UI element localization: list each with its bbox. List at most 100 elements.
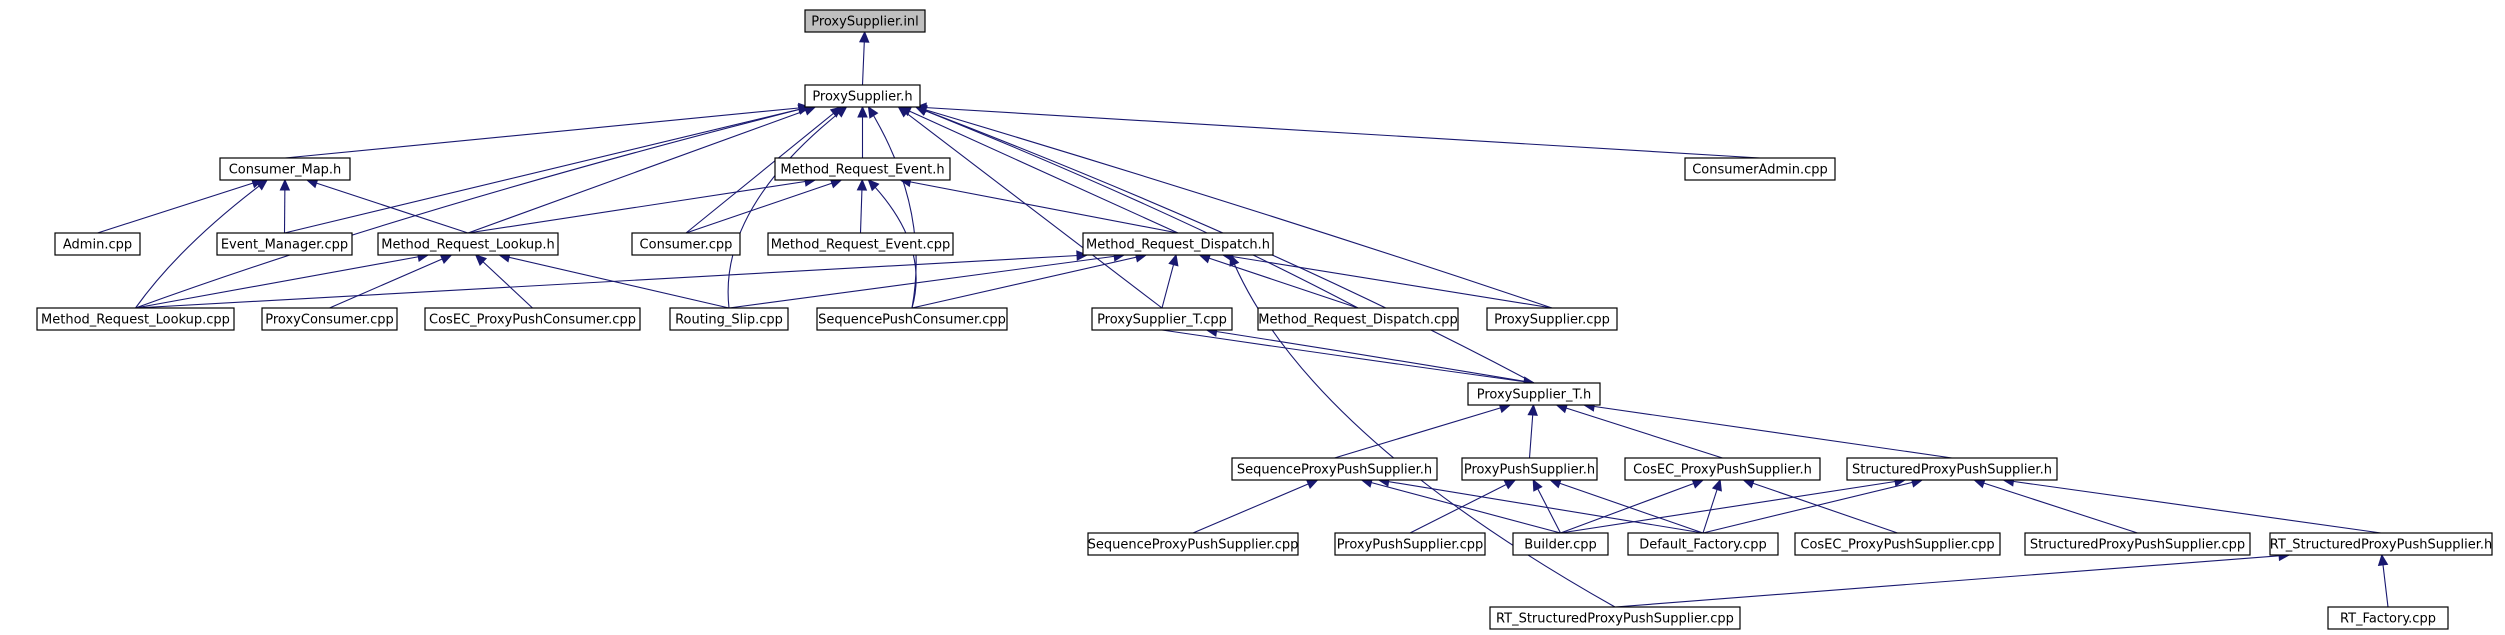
edge-spc_cpp-to-mrd_h — [911, 254, 1147, 309]
edge-mrl_cpp-to-mrd_h — [135, 254, 1088, 309]
node-label: ProxySupplier_T.h — [1477, 388, 1591, 403]
node-rtstpps-cpp[interactable]: RT_StructuredProxyPushSupplier.cpp — [1489, 606, 1741, 630]
node-box — [219, 157, 351, 181]
node-label: SequencePushConsumer.cpp — [818, 313, 1006, 328]
arrow-head-icon — [897, 106, 910, 118]
node-label: CosEC_ProxyPushSupplier.cpp — [1800, 538, 1994, 553]
node-cosec-pps-cpp[interactable]: CosEC_ProxyPushSupplier.cpp — [1794, 532, 2001, 556]
node-label: Method_Request_Lookup.h — [381, 238, 554, 253]
node-box — [1794, 532, 2001, 556]
edge-cmap_h-to-ps_h — [284, 106, 810, 159]
node-cosec-ppc-cpp[interactable]: CosEC_ProxyPushConsumer.cpp — [424, 307, 641, 331]
node-box — [1627, 532, 1779, 556]
node-mrd-h[interactable]: Method_Request_Dispatch.h — [1082, 232, 1274, 256]
node-builder-cpp[interactable]: Builder.cpp — [1512, 532, 1609, 556]
node-box — [1461, 457, 1598, 481]
node-mrl-cpp[interactable]: Method_Request_Lookup.cpp — [36, 307, 235, 331]
node-cmap-h[interactable]: Consumer_Map.h — [219, 157, 351, 181]
node-cosec-pps-h[interactable]: CosEC_ProxyPushSupplier.h — [1624, 457, 1821, 481]
edge-mrd_h-to-ps_h — [900, 106, 1179, 234]
node-label: CosEC_ProxyPushConsumer.cpp — [429, 313, 636, 328]
node-pst-cpp[interactable]: ProxySupplier_T.cpp — [1091, 307, 1233, 331]
arrow-head-icon — [1076, 250, 1089, 261]
edge-pc_cpp-to-mrl_h — [329, 254, 452, 309]
arrow-head-icon — [914, 105, 928, 116]
node-label: ProxySupplier_T.cpp — [1097, 313, 1227, 328]
node-label: CosEC_ProxyPushSupplier.h — [1633, 463, 1812, 478]
node-stpps-h[interactable]: StructuredProxyPushSupplier.h — [1846, 457, 2058, 481]
node-inl[interactable]: ProxySupplier.inl — [804, 9, 926, 33]
edge-deffac_cpp-to-stpps_h — [1702, 479, 1923, 534]
node-admin-cpp[interactable]: Admin.cpp — [54, 232, 141, 256]
node-ps-h[interactable]: ProxySupplier.h — [804, 84, 921, 108]
edge-cadmin_cpp-to-ps_h — [915, 106, 1761, 159]
node-deffac-cpp[interactable]: Default_Factory.cpp — [1627, 532, 1779, 556]
edge-mrl_cpp-to-ps_h — [135, 106, 810, 309]
node-box — [2269, 532, 2493, 556]
edge-ps_cpp-to-ps_h — [915, 106, 1553, 309]
edge-pps_cpp-to-pps_h — [1409, 479, 1516, 534]
node-pst-h[interactable]: ProxySupplier_T.h — [1467, 382, 1601, 406]
edge-cosec_ppc_cpp-to-mrl_h — [475, 254, 533, 309]
node-box — [1489, 606, 1741, 630]
edge-rs_cpp-to-ps_h — [727, 106, 847, 309]
arrow-head-icon — [857, 105, 868, 118]
node-box — [774, 157, 951, 181]
node-label: Method_Request_Dispatch.h — [1086, 238, 1270, 253]
node-consumer-cpp[interactable]: Consumer.cpp — [631, 232, 741, 256]
edge-mrl_h-to-ps_h — [467, 106, 816, 234]
node-box — [669, 307, 789, 331]
edge-cosec_pps_cpp-to-cosec_pps_h — [1743, 479, 1898, 534]
node-box — [36, 307, 235, 331]
arrow-head-icon — [1168, 253, 1179, 267]
node-box — [767, 232, 954, 256]
edge-admin_cpp-to-cmap_h — [97, 179, 263, 234]
arrow-head-icon — [1711, 478, 1722, 492]
node-box — [816, 307, 1008, 331]
edge-mrl_h-to-cmap_h — [306, 179, 469, 234]
node-mre-cpp[interactable]: Method_Request_Event.cpp — [767, 232, 954, 256]
node-stpps-cpp[interactable]: StructuredProxyPushSupplier.cpp — [2024, 532, 2251, 556]
node-box — [1467, 382, 1601, 406]
node-pps-h[interactable]: ProxyPushSupplier.h — [1461, 457, 1598, 481]
node-spps-cpp[interactable]: SequenceProxyPushSupplier.cpp — [1087, 532, 1299, 556]
edge-builder_cpp-to-spps_h — [1361, 479, 1561, 534]
edge-mrd_h-to-mre_h — [900, 179, 1179, 234]
node-mrd-cpp[interactable]: Method_Request_Dispatch.cpp — [1257, 307, 1459, 331]
node-pps-cpp[interactable]: ProxyPushSupplier.cpp — [1334, 532, 1486, 556]
node-box — [377, 232, 559, 256]
node-box — [631, 232, 741, 256]
node-evmgr-cpp[interactable]: Event_Manager.cpp — [216, 232, 353, 256]
node-mre-h[interactable]: Method_Request_Event.h — [774, 157, 951, 181]
edge-consumer_cpp-to-mre_h — [685, 179, 842, 234]
node-cadmin-cpp[interactable]: ConsumerAdmin.cpp — [1684, 157, 1836, 181]
node-box — [1846, 457, 2058, 481]
edge-pst_cpp-to-pst_h — [1161, 329, 1535, 384]
edge-stpps_cpp-to-stpps_h — [1974, 479, 2138, 534]
node-box — [216, 232, 353, 256]
node-label: RT_Factory.cpp — [2340, 612, 2436, 627]
node-spps-h[interactable]: SequenceProxyPushSupplier.h — [1231, 457, 1438, 481]
edge-builder_cpp-to-cosec_pps_h — [1560, 479, 1704, 534]
node-ps-cpp[interactable]: ProxySupplier.cpp — [1486, 307, 1618, 331]
node-label: ConsumerAdmin.cpp — [1692, 163, 1828, 178]
node-mrl-h[interactable]: Method_Request_Lookup.h — [377, 232, 559, 256]
node-box — [1231, 457, 1438, 481]
arrow-head-icon — [867, 105, 879, 119]
node-box — [1684, 157, 1836, 181]
node-rtfac-cpp[interactable]: RT_Factory.cpp — [2327, 606, 2449, 630]
edge-evmgr_cpp-to-ps_h — [284, 106, 810, 234]
node-rtstpps-h[interactable]: RT_StructuredProxyPushSupplier.h — [2269, 532, 2493, 556]
node-rs-cpp[interactable]: Routing_Slip.cpp — [669, 307, 789, 331]
node-label: ProxySupplier.cpp — [1494, 313, 1610, 328]
node-label: Builder.cpp — [1524, 538, 1597, 553]
node-spc-cpp[interactable]: SequencePushConsumer.cpp — [816, 307, 1008, 331]
edge-consumer_cpp-to-ps_h — [685, 106, 842, 234]
edge-mrl_cpp-to-cmap_h — [135, 179, 268, 309]
arrow-head-icon — [1503, 479, 1517, 490]
node-label: Routing_Slip.cpp — [675, 313, 783, 328]
node-pc-cpp[interactable]: ProxyConsumer.cpp — [261, 307, 398, 331]
node-label: ProxyPushSupplier.h — [1464, 463, 1595, 478]
node-label: SequenceProxyPushSupplier.h — [1237, 463, 1432, 478]
